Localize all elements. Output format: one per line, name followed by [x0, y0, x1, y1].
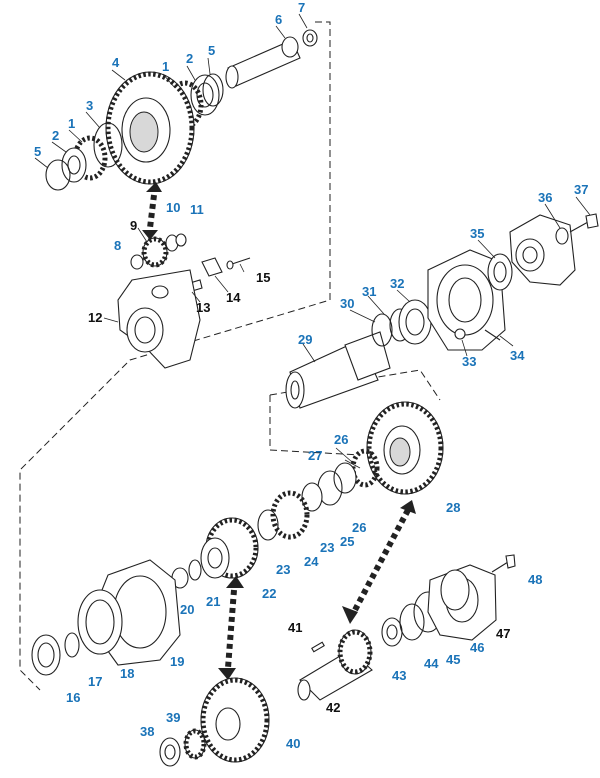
part-label-40: 40 — [286, 736, 300, 751]
part-label-47: 47 — [496, 626, 510, 641]
part-label-31: 31 — [362, 284, 376, 299]
part-label-45: 45 — [446, 652, 460, 667]
part-label-46: 46 — [470, 640, 484, 655]
part-label-29: 29 — [298, 332, 312, 347]
part-label-1: 1 — [68, 116, 75, 131]
part-label-35: 35 — [470, 226, 484, 241]
part-label-5: 5 — [208, 43, 215, 58]
part-label-12: 12 — [88, 310, 102, 325]
part-label-15: 15 — [256, 270, 270, 285]
part-label-10: 10 — [166, 200, 180, 215]
part-label-11: 11 — [190, 202, 204, 217]
part-label-2: 2 — [186, 51, 193, 66]
part-label-32: 32 — [390, 276, 404, 291]
part-label-17: 17 — [88, 674, 102, 689]
part-label-2: 2 — [52, 128, 59, 143]
part-label-7: 7 — [298, 0, 305, 15]
part-label-20: 20 — [180, 602, 194, 617]
part-label-38: 38 — [140, 724, 154, 739]
leader-lines — [34, 13, 591, 469]
part-label-48: 48 — [528, 572, 542, 587]
assembly-arrows-lower — [218, 500, 416, 680]
countershaft-assembly — [159, 554, 516, 767]
part-label-25: 25 — [340, 534, 354, 549]
part-label-28: 28 — [446, 500, 460, 515]
part-label-14: 14 — [226, 290, 241, 305]
part-label-21: 21 — [206, 594, 220, 609]
part-label-34: 34 — [510, 348, 525, 363]
part-label-26: 26 — [334, 432, 348, 447]
part-label-44: 44 — [424, 656, 439, 671]
part-label-16: 16 — [66, 690, 80, 705]
part-label-36: 36 — [538, 190, 552, 205]
part-label-18: 18 — [120, 666, 134, 681]
output-shaft-assembly — [285, 213, 599, 409]
part-label-30: 30 — [340, 296, 354, 311]
part-label-22: 22 — [262, 586, 276, 601]
part-label-23: 23 — [320, 540, 334, 555]
part-label-9: 9 — [130, 218, 137, 233]
part-label-39: 39 — [166, 710, 180, 725]
part-label-33: 33 — [462, 354, 476, 369]
gear-cluster-middle — [31, 401, 444, 676]
part-label-19: 19 — [170, 654, 184, 669]
assembly-arrow-upper — [142, 182, 162, 240]
upper-gear-assembly — [45, 29, 318, 191]
part-label-6: 6 — [275, 12, 282, 27]
part-label-24: 24 — [304, 554, 319, 569]
part-label-41: 41 — [288, 620, 302, 635]
part-label-23: 23 — [276, 562, 290, 577]
part-label-43: 43 — [392, 668, 406, 683]
part-label-3: 3 — [86, 98, 93, 113]
part-label-1: 1 — [162, 59, 169, 74]
part-label-8: 8 — [114, 238, 121, 253]
part-label-13: 13 — [196, 300, 210, 315]
part-label-42: 42 — [326, 700, 340, 715]
part-label-4: 4 — [112, 55, 120, 70]
part-label-26: 26 — [352, 520, 366, 535]
part-label-27: 27 — [308, 448, 322, 463]
part-label-37: 37 — [574, 182, 588, 197]
part-label-5: 5 — [34, 144, 41, 159]
idler-gear-bracket — [117, 233, 251, 369]
